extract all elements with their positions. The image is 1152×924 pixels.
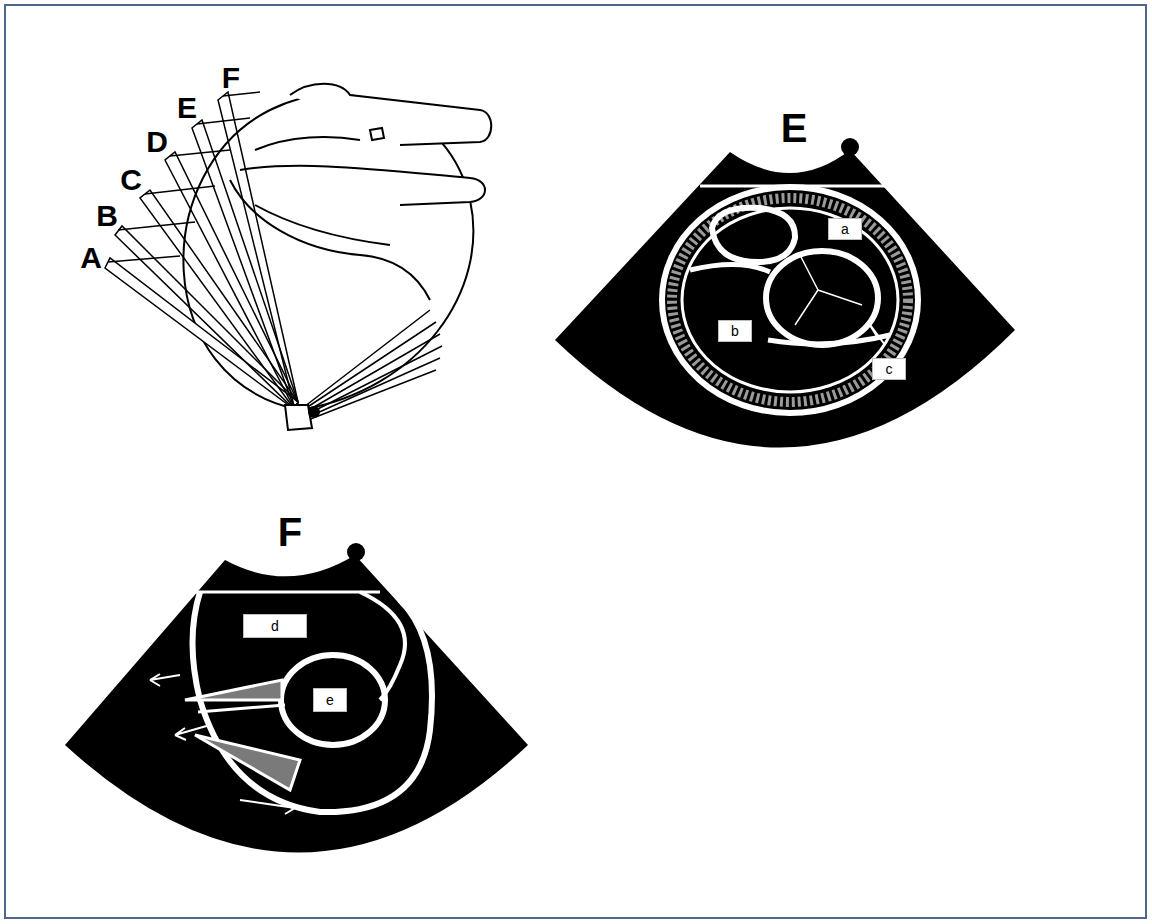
- echo-sector-f: [65, 543, 528, 853]
- transducer: [285, 405, 320, 430]
- frame: [5, 5, 1146, 918]
- view-heading: F: [268, 508, 312, 556]
- callout-letter: d: [243, 614, 307, 638]
- callout-letter: e: [313, 688, 347, 712]
- plane-letter: F: [216, 60, 246, 96]
- callout-letter: c: [872, 358, 906, 380]
- plane-letter: E: [172, 90, 202, 126]
- plane-letter: D: [142, 124, 172, 160]
- scan-planes: [105, 92, 442, 420]
- echo-sector-e: [555, 138, 1015, 448]
- plane-letter: B: [92, 198, 122, 234]
- view-heading: E: [772, 104, 816, 152]
- plane-letter: A: [76, 240, 106, 276]
- plane-letter: C: [116, 162, 146, 198]
- callout-letter: b: [718, 320, 752, 342]
- callout-letter: a: [828, 218, 862, 240]
